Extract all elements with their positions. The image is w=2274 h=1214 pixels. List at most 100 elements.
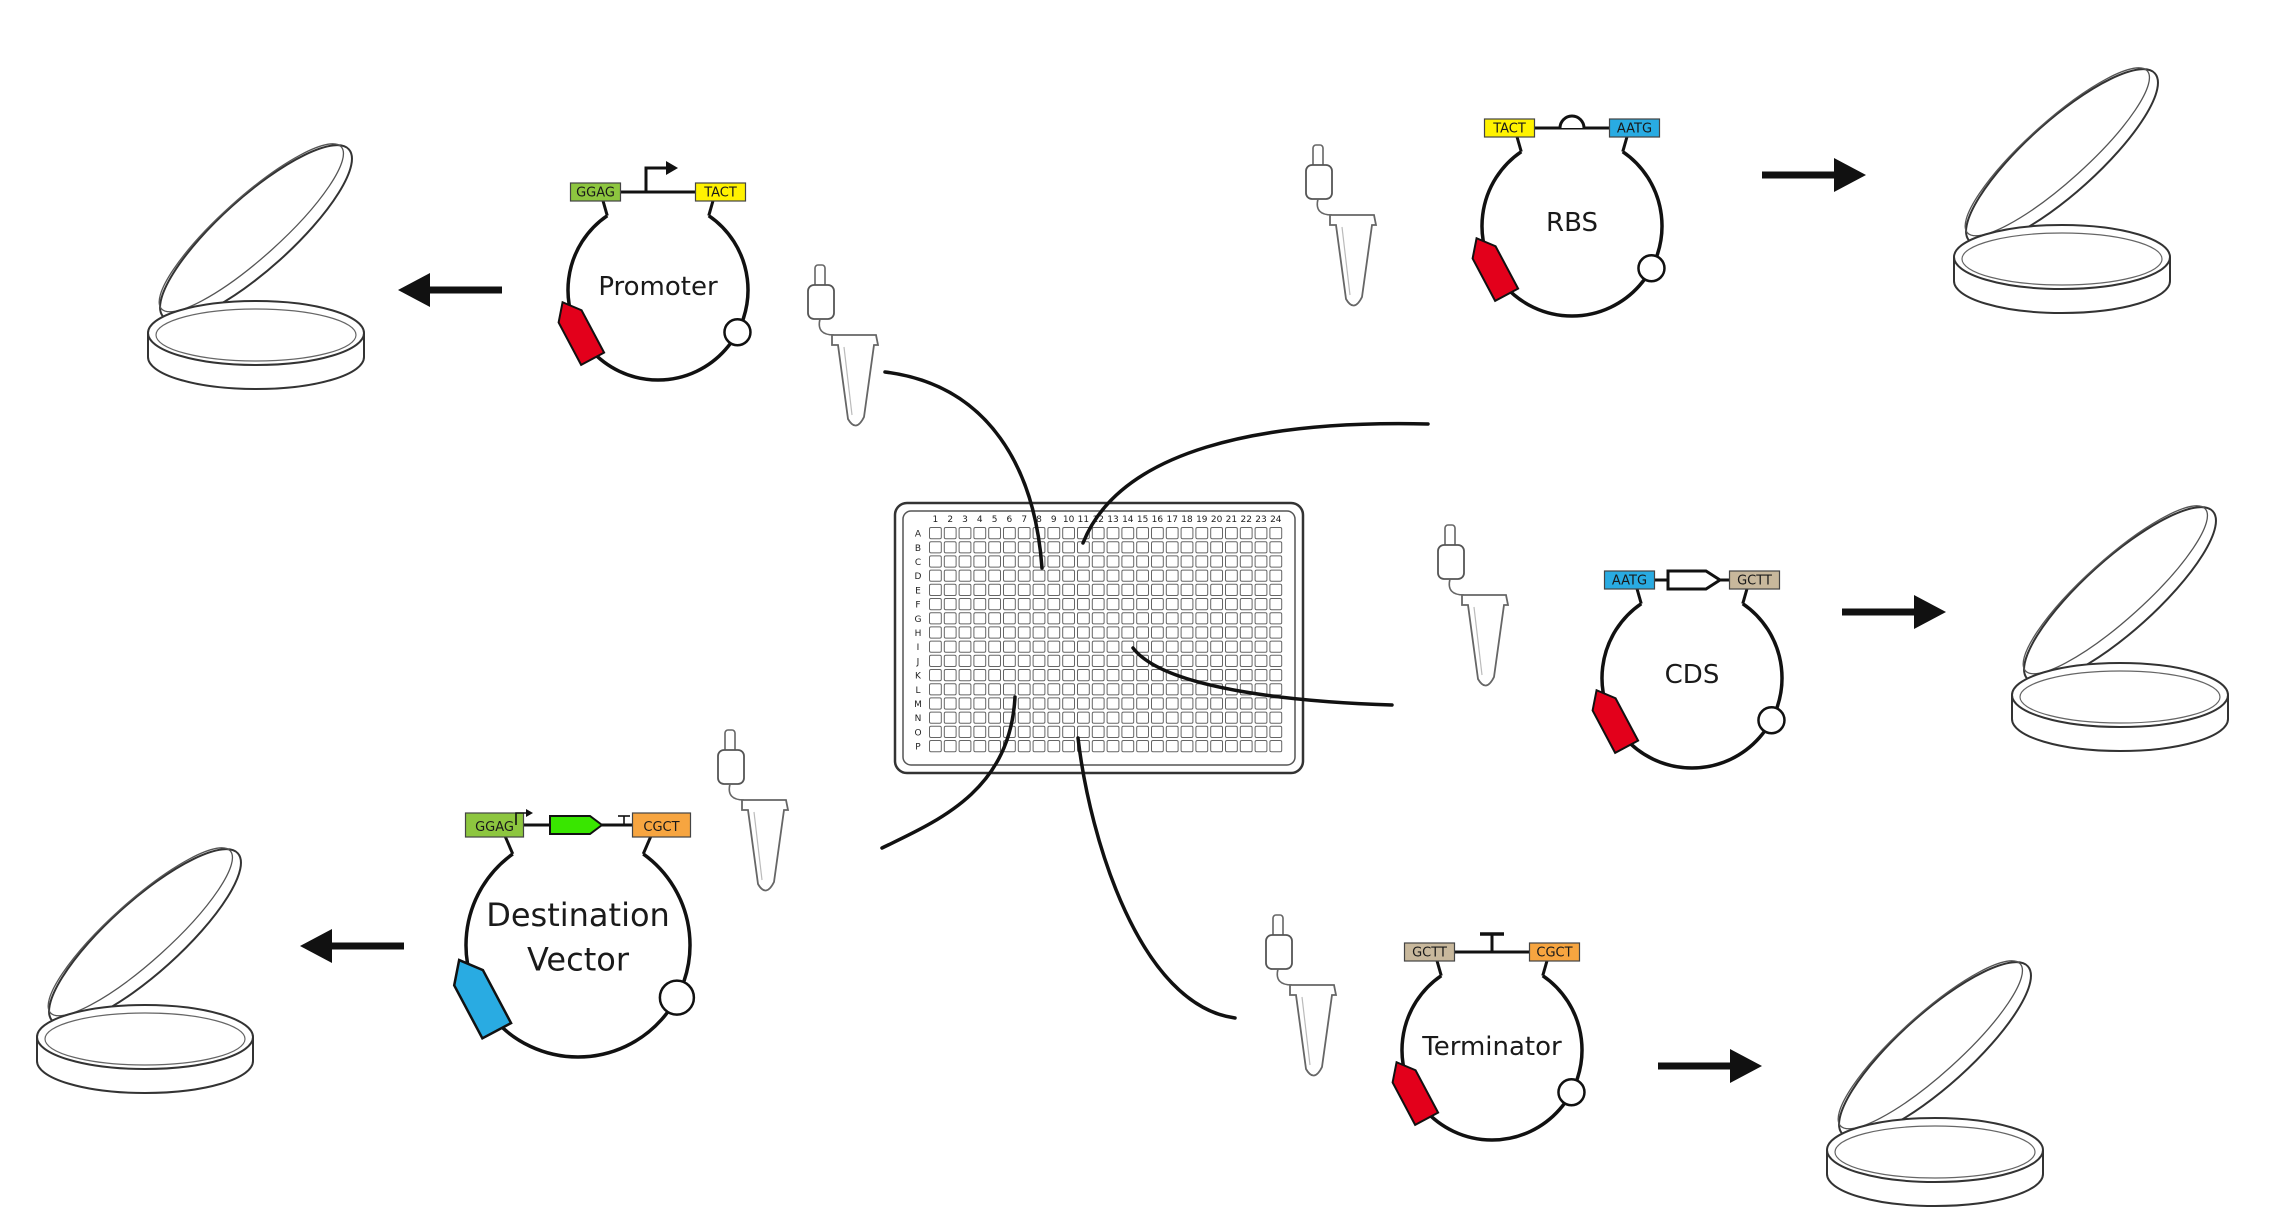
plate-well: [1210, 640, 1223, 653]
plate-well: [1091, 683, 1105, 696]
plate-well: [1017, 626, 1031, 639]
plate-well: [958, 541, 972, 554]
arrow-icon: [1762, 158, 1866, 192]
plate-well: [988, 569, 1002, 582]
tube-icon: [1265, 914, 1337, 1077]
plasmid-name: RBS: [1546, 208, 1598, 238]
plate-well: [973, 640, 987, 653]
plate-row-label: K: [915, 672, 922, 682]
plate-well: [1151, 612, 1164, 625]
plate-well: [1151, 683, 1164, 696]
plate-well: [929, 654, 942, 667]
plate-well: [1239, 555, 1253, 568]
plate-well: [1254, 669, 1268, 682]
plate-well: [1151, 697, 1164, 710]
plate-well: [1091, 555, 1105, 568]
plate-well: [1239, 626, 1253, 639]
plate-well: [1017, 640, 1031, 653]
plate-well: [1239, 654, 1253, 667]
plate-well: [973, 527, 987, 540]
plate-well: [1062, 697, 1075, 710]
resistance-marker-icon: [452, 958, 513, 1041]
plate-well: [988, 669, 1002, 682]
plate-well: [1269, 740, 1283, 753]
plate-well: [1047, 626, 1061, 639]
plate-well: [1269, 583, 1283, 596]
plate-column-label: 17: [1166, 515, 1177, 525]
plate-well: [1180, 541, 1194, 554]
plate-row-label: O: [914, 728, 921, 738]
petri-dish-icon: [2001, 482, 2238, 752]
plate-well: [973, 669, 987, 682]
left-overhang-label: GGAG: [576, 186, 615, 201]
plate-well: [1062, 541, 1075, 554]
plate-well: [1195, 598, 1209, 611]
plate-well: [1121, 569, 1135, 582]
plate-well: [1077, 654, 1090, 667]
plate-well: [1017, 683, 1031, 696]
plate-well: [1210, 697, 1223, 710]
plate-well: [1047, 555, 1061, 568]
plate-well: [988, 654, 1002, 667]
plate-well: [1047, 740, 1061, 753]
cds-arrow-icon: [1666, 569, 1723, 591]
plate-well: [1165, 640, 1179, 653]
plate-well: [1106, 740, 1120, 753]
plate-well: [973, 725, 987, 738]
plate-well: [1003, 555, 1016, 568]
plate-well: [988, 626, 1002, 639]
plate-well: [1047, 640, 1061, 653]
plate-well: [1225, 640, 1238, 653]
plate-well: [958, 697, 972, 710]
plate-well: [1047, 725, 1061, 738]
plate-well: [1091, 669, 1105, 682]
plate-well: [1180, 654, 1194, 667]
left-overhang-tag: [1603, 570, 1656, 590]
plate-well: [1077, 725, 1090, 738]
plate-well: [1269, 640, 1283, 653]
arrow-icon: [1658, 1049, 1762, 1083]
plate-well: [1017, 697, 1031, 710]
plate-column-label: 14: [1122, 515, 1134, 525]
plate-well: [1151, 583, 1164, 596]
plate-well: [1062, 527, 1075, 540]
plate-well: [1106, 583, 1120, 596]
plate-well: [1210, 725, 1223, 738]
plate-well: [1003, 626, 1016, 639]
plate-well: [1047, 654, 1061, 667]
plate-well: [973, 697, 987, 710]
plate-well: [1091, 711, 1105, 724]
tube-icon: [1437, 524, 1509, 687]
plate-column-label: 9: [1051, 515, 1057, 525]
plate-well: [1239, 640, 1253, 653]
rbs-loop-icon: [1558, 114, 1586, 129]
plate-well: [1017, 711, 1031, 724]
plate-well: [1210, 711, 1223, 724]
plate-well: [958, 654, 972, 667]
plate-well: [1003, 541, 1016, 554]
plate-well: [1136, 527, 1149, 540]
plate-well: [1195, 654, 1209, 667]
origin-icon: [658, 979, 696, 1016]
plate-well: [1254, 569, 1268, 582]
connector-lines: [880, 370, 1430, 1020]
plate-well: [1269, 569, 1283, 582]
plate-well: [943, 598, 957, 611]
plate-row-label: M: [914, 700, 922, 710]
plate-well: [1121, 654, 1135, 667]
plate-well: [1210, 740, 1223, 753]
plate-well: [1165, 654, 1179, 667]
plate-well: [958, 569, 972, 582]
plate-well: [1121, 612, 1135, 625]
plate-well: [958, 725, 972, 738]
plate-well: [1254, 612, 1268, 625]
plate-well: [1239, 583, 1253, 596]
plate-well: [1239, 725, 1253, 738]
plate-well: [973, 583, 987, 596]
plate-row-label: L: [915, 686, 920, 696]
plate-well: [943, 725, 957, 738]
